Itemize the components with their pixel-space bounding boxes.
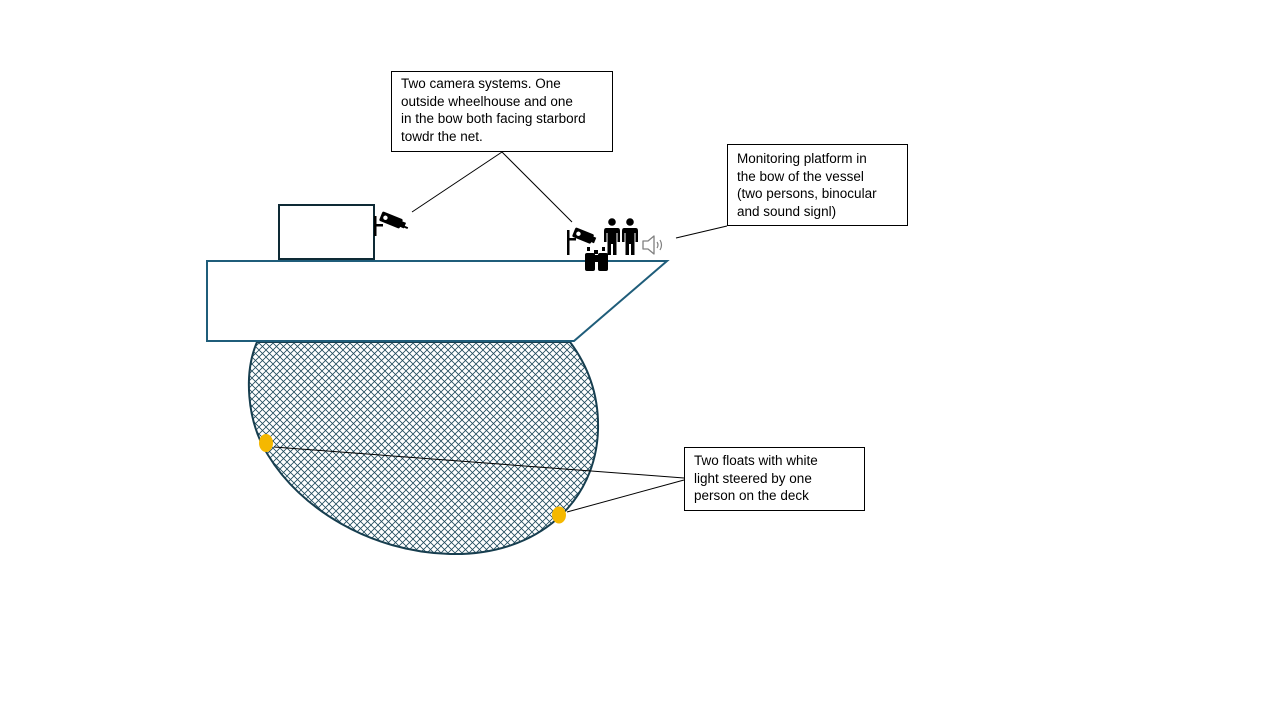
float-right [552, 506, 566, 524]
net [247, 341, 600, 556]
leader-line-camera-bow [501, 151, 573, 223]
leader-line-float-left [273, 446, 685, 479]
leader-line-camera-wheelhouse [411, 151, 503, 213]
speaker-icon [642, 235, 663, 255]
camera-icon [567, 227, 597, 255]
vessel-hull [206, 260, 670, 342]
callout-camera-systems: Two camera systems. One outside wheelhou… [391, 71, 613, 152]
person-icon [622, 218, 638, 255]
wheelhouse [278, 204, 375, 260]
callout-monitoring-platform: Monitoring platform in the bow of the ve… [727, 144, 908, 226]
float-left [259, 434, 273, 452]
callout-floats: Two floats with white light steered by o… [684, 447, 865, 511]
camera-icon [374, 211, 409, 236]
binoculars-icon [585, 247, 608, 271]
leader-line-platform [675, 225, 728, 239]
leader-line-float-right [566, 479, 685, 513]
person-icon [604, 218, 620, 255]
